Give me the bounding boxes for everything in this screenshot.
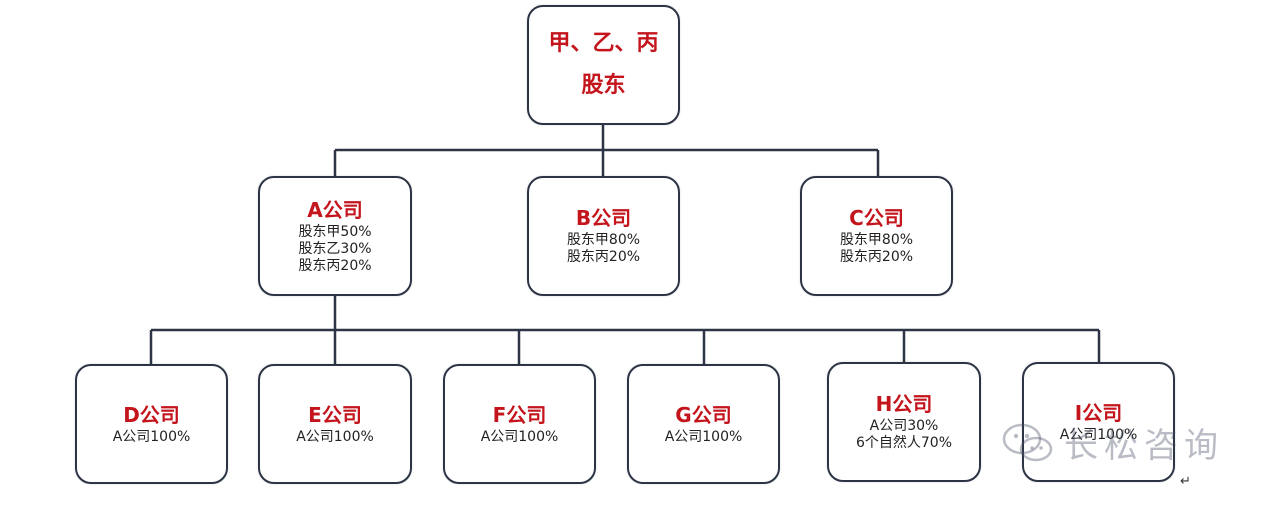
node-detail: A公司100%: [296, 428, 374, 445]
node-detail: A公司100%: [1059, 426, 1138, 443]
node-title: B公司: [575, 206, 632, 230]
node-company-a: A公司 股东甲50% 股东乙30% 股东丙20%: [258, 176, 412, 296]
node-title: E公司: [308, 402, 362, 427]
node-company-g: G公司 A公司100%: [627, 364, 780, 484]
node-title: F公司: [492, 402, 547, 427]
node-title: A公司: [307, 197, 363, 222]
node-company-b: B公司 股东甲80% 股东丙20%: [527, 176, 680, 296]
node-company-f: F公司 A公司100%: [443, 364, 596, 484]
node-shareholders-line2: 股东: [581, 73, 626, 98]
node-detail: 股东甲80%: [839, 232, 914, 248]
node-detail: A公司100%: [112, 428, 191, 445]
node-title: I公司: [1074, 400, 1123, 425]
node-detail: 股东丙20%: [839, 249, 914, 265]
node-company-e: E公司 A公司100%: [258, 364, 412, 484]
node-detail: A公司100%: [664, 428, 743, 445]
node-company-d: D公司 A公司100%: [75, 364, 228, 484]
node-detail: 股东丙20%: [298, 257, 372, 274]
node-company-i: I公司 A公司100%: [1022, 362, 1175, 482]
node-detail: 股东甲80%: [566, 232, 641, 248]
node-title: C公司: [849, 206, 904, 230]
node-company-h: H公司 A公司30% 6个自然人70%: [827, 362, 981, 482]
node-title: G公司: [675, 402, 732, 427]
node-detail: A公司100%: [480, 428, 559, 445]
node-detail: A公司30%: [869, 418, 939, 434]
paragraph-mark: ↵: [1180, 474, 1191, 489]
node-detail: 股东甲50%: [298, 223, 372, 240]
node-shareholders-line1: 甲、乙、丙: [548, 31, 659, 56]
node-title: D公司: [123, 402, 180, 427]
node-detail: 股东丙20%: [566, 249, 641, 265]
node-detail: 6个自然人70%: [855, 435, 953, 451]
node-detail: 股东乙30%: [298, 240, 372, 257]
node-company-c: C公司 股东甲80% 股东丙20%: [800, 176, 953, 296]
node-shareholders: 甲、乙、丙 股东: [527, 5, 680, 125]
node-title: H公司: [875, 392, 933, 416]
